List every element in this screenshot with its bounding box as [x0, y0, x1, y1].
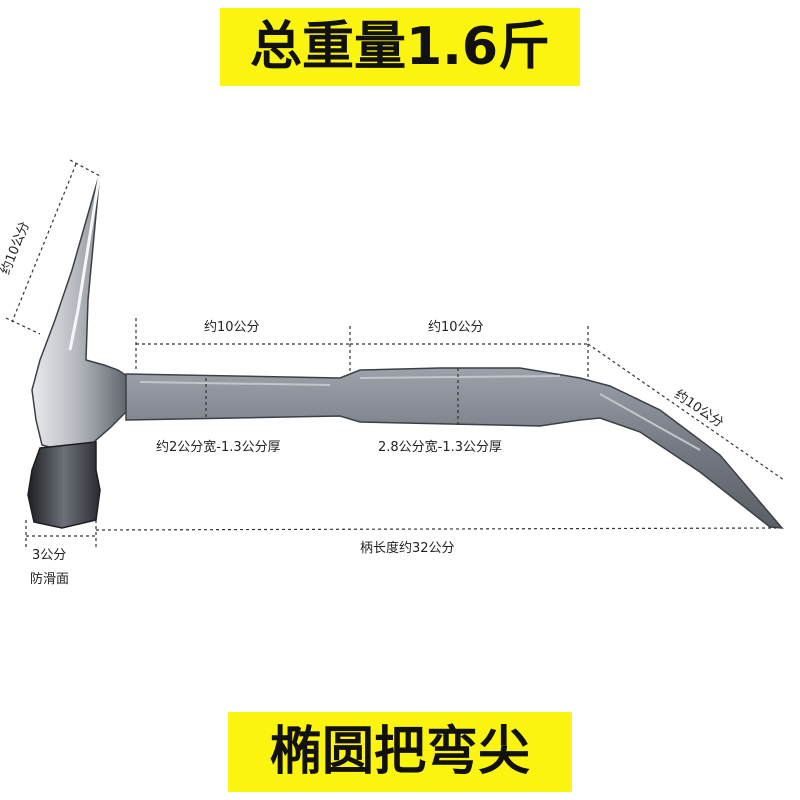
- label-section-2: 2.8公分宽-1.3公分厚: [378, 440, 503, 455]
- striking-face: [27, 441, 101, 529]
- label-section-1: 约2公分宽-1.3公分厚: [156, 440, 281, 455]
- handle: [125, 367, 784, 529]
- dimension-lines: [5, 159, 785, 548]
- style-banner: 椭圆把弯尖: [228, 712, 572, 792]
- label-face-size: 3公分: [32, 548, 67, 563]
- handle-highlight: [139, 375, 701, 451]
- hammer-head: [31, 171, 131, 451]
- hammer-head-edge: [68, 171, 102, 351]
- label-handle-total: 柄长度约32公分: [360, 541, 455, 556]
- label-handle-segment-2: 约10公分: [428, 320, 484, 335]
- label-face-note: 防滑面: [30, 572, 70, 587]
- weight-banner: 总重量1.6斤: [220, 8, 580, 86]
- label-handle-segment-1: 约10公分: [204, 320, 260, 335]
